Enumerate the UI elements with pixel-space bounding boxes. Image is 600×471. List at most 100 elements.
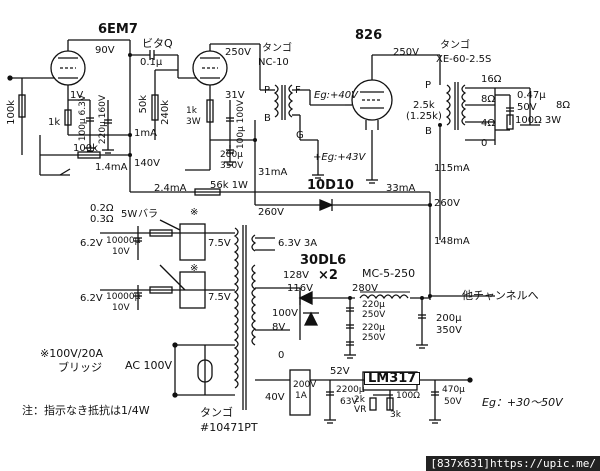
c220b-label: 220μ <box>362 323 385 333</box>
r1k3w-label: 1k 3W <box>186 106 201 127</box>
c2200-label: 2200μ <box>336 385 365 395</box>
rect-200v-label: 200V 1A <box>293 380 317 401</box>
coupling-cap-label: 0.1μ <box>140 57 163 68</box>
nc10-g-tap: G <box>296 130 304 141</box>
r50k-label: 50k <box>138 95 149 114</box>
eg43-label: +Eg:+43V <box>313 152 366 163</box>
ot-8: 8Ω <box>481 94 496 105</box>
ot-b-tap: B <box>425 126 432 137</box>
r5w-label: 5W <box>121 209 138 220</box>
i115ma-label: 115mA <box>434 163 470 174</box>
ot-p-tap: P <box>425 80 432 91</box>
c200b-label: 200μ <box>436 313 462 324</box>
asterisk-a: ※ <box>190 207 199 218</box>
v260a-label: 260V <box>258 207 284 218</box>
v128-label: 128V <box>283 270 309 281</box>
r100k-in-label: 100k <box>6 100 17 125</box>
ot-25k: 2.5k <box>413 100 435 111</box>
r3k-label: 3k <box>390 410 401 420</box>
v1-label: 1V <box>70 90 84 101</box>
v250a-label: 250V <box>225 47 251 58</box>
c200u-label: 200μ 350V <box>220 150 244 171</box>
bara-label: バラ <box>138 209 158 220</box>
ot-maker: タンゴ <box>440 40 470 51</box>
r100ohm-label: 100Ω <box>396 391 421 401</box>
v140-label: 140V <box>134 158 160 169</box>
heater-label: 6.3V 3A <box>278 238 318 249</box>
r02-label: 0.2Ω <box>90 203 114 214</box>
v31-label: 31V <box>225 90 245 101</box>
v250b-label: 250V <box>393 47 419 58</box>
ot-125k: (1.25k) <box>406 111 442 122</box>
c100u-63-label: 100μ 6.3V <box>78 95 88 142</box>
bridge-label: ブリッジ <box>58 361 102 374</box>
ot-16: 16Ω <box>481 74 502 85</box>
c10000b-label: 10000μ <box>106 292 141 302</box>
r1k-label: 1k <box>48 117 61 128</box>
resistor-note: 注：指示なき抵抗は1/4W <box>22 404 150 417</box>
speaker-8ohm: 8Ω <box>556 100 571 111</box>
diode-30dl6-label: 30DL6 <box>300 253 347 268</box>
c200b-v: 350V <box>436 325 462 336</box>
ot-50v: 50V <box>517 102 537 113</box>
v62b-label: 6.2V <box>80 293 103 304</box>
c10000a-v: 10V <box>112 247 130 257</box>
c220a-v: 250V <box>362 310 386 320</box>
tube-826-label: 826 <box>355 28 383 43</box>
switch-note: ※100V/20A <box>40 347 103 360</box>
nc10-model: NC-10 <box>258 57 289 68</box>
i1ma-label: 1mA <box>134 128 157 139</box>
asterisk-b: ※ <box>190 263 199 274</box>
v0-label: 0 <box>278 350 285 361</box>
c220a-label: 220μ <box>362 300 385 310</box>
v52-label: 52V <box>330 366 350 377</box>
r100k-b-label: 100k <box>73 143 98 154</box>
r03-label: 0.3Ω <box>90 214 114 225</box>
c2200-v: 63V <box>340 397 358 407</box>
c10000a-label: 10000μ <box>106 236 141 246</box>
nc10-b-tap: B <box>264 113 271 124</box>
nc10-f-tap: F <box>295 85 301 96</box>
ac100-label: AC 100V <box>125 359 173 372</box>
ot-model: XE-60-2.5S <box>436 54 492 65</box>
pt-model: #10471PT <box>200 421 258 434</box>
lm317-label: LM317 <box>364 372 421 385</box>
r2k-label: 2k <box>354 395 365 405</box>
v260b-label: 260V <box>434 198 460 209</box>
i24ma-label: 2.4mA <box>154 183 187 194</box>
i33ma-label: 33mA <box>386 183 416 194</box>
c10000b-v: 10V <box>112 303 130 313</box>
c220b-v: 250V <box>362 333 386 343</box>
diode-x2-label: ×2 <box>318 268 338 283</box>
ot-100ohm: 100Ω 3W <box>515 115 562 126</box>
eg40-label: Eg:+40V <box>314 90 358 101</box>
v75a-label: 7.5V <box>208 238 231 249</box>
nc10-p-tap: P <box>264 85 271 96</box>
v62a-label: 6.2V <box>80 238 103 249</box>
c220u-160-label: 220μ 160V <box>98 95 108 145</box>
eg-regulated-label: Eg：+30〜50V <box>482 396 563 409</box>
ot-4: 4Ω <box>481 118 496 129</box>
ot-047: 0.47μ <box>517 90 546 101</box>
ot-0: 0 <box>481 138 488 149</box>
i148ma-label: 148mA <box>434 236 470 247</box>
pt-maker: タンゴ <box>200 406 233 419</box>
v100-label: 100V <box>272 308 298 319</box>
watermark-link[interactable]: [837x631]https://upic.me/ <box>426 456 600 471</box>
v75b-label: 7.5V <box>208 292 231 303</box>
r56k-label: 56k 1W <box>210 180 248 191</box>
nc10-maker: タンゴ <box>262 43 292 54</box>
c470-v: 50V <box>444 397 462 407</box>
v116-label: 116V <box>287 283 313 294</box>
v40-label: 40V <box>265 392 285 403</box>
v90-label: 90V <box>95 45 115 56</box>
c470-label: 470μ <box>442 385 465 395</box>
tube-6em7-label: 6EM7 <box>98 22 138 37</box>
choke-label: MC-5-250 <box>362 267 416 280</box>
bitaq-label: ビタQ <box>142 37 173 50</box>
vr-label: VR <box>354 405 367 415</box>
other-channel-label: 他チャンネルへ <box>462 289 539 302</box>
i31ma-label: 31mA <box>258 167 288 178</box>
r240k-label: 240k <box>160 100 171 125</box>
